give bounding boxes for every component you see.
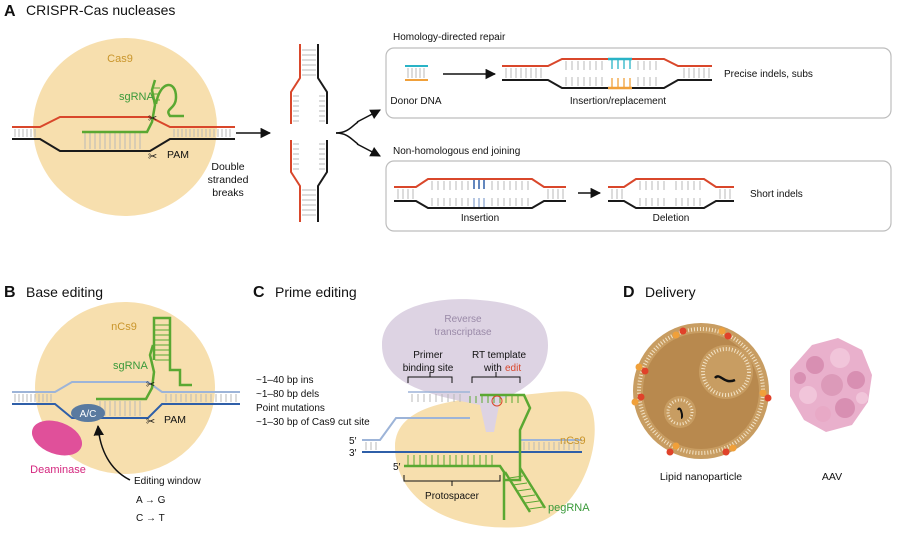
protospacer-bracket (403, 475, 501, 486)
sgrna-label-b: sgRNA (113, 360, 149, 372)
branch-curve (335, 121, 359, 134)
reverse-transcriptase-protein (382, 299, 548, 432)
deaminase-protein (31, 420, 83, 456)
editing-window-arrow (93, 424, 131, 481)
rt-label-line2: transcriptase (434, 327, 492, 338)
aav-label: AAV (822, 471, 842, 483)
ncas9-protein-c (395, 391, 595, 528)
cas9-dna-rungs (14, 129, 231, 149)
panel-d-title: Delivery (645, 284, 696, 300)
ac-label: A/C (80, 409, 97, 420)
edit-site-marker (491, 395, 503, 407)
capability-item: ~1–40 bp ins (256, 375, 314, 386)
scissors-icon: ✂ (148, 151, 157, 163)
pegrna-label: pegRNA (548, 502, 590, 514)
pbs-label-line1: Primer (413, 350, 443, 361)
short-indels-label: Short indels (750, 189, 803, 200)
dsb-label-line1: Double (211, 161, 244, 173)
pam-label-a: PAM (167, 149, 189, 161)
dsb-label-line2: stranded (208, 174, 249, 186)
aav-capsid (790, 338, 872, 432)
a-to-g-label: A → G (136, 495, 166, 506)
nhej-insertion-dna (394, 178, 566, 209)
pbs-bracket (407, 372, 453, 383)
nhej-deletion-dna (608, 178, 734, 209)
scissors-icon: ✂ (146, 416, 155, 428)
donor-dna-icon (405, 65, 428, 81)
sgrna-strand-b (96, 344, 156, 401)
panel-b-title: Base editing (26, 284, 103, 300)
ncas9-label-b: nCs9 (111, 321, 137, 333)
hdr-title: Homology-directed repair (393, 32, 506, 43)
nhej-title: Non-homologous end joining (393, 146, 520, 157)
rt-template-with: with (483, 363, 502, 374)
deletion-label: Deletion (653, 213, 690, 224)
insertion-label: Insertion (461, 213, 499, 224)
branch-curve (335, 132, 359, 145)
broken-dna-vertical (290, 44, 328, 222)
ncas9-label-c: nCs9 (560, 435, 586, 447)
capability-item: ~1–80 bp dels (256, 389, 319, 400)
panel-a-title: CRISPR-Cas nucleases (26, 2, 175, 18)
mrna-strand (714, 375, 736, 383)
rt-label-line1: Reverse (444, 314, 482, 325)
pam-label-b: PAM (164, 414, 186, 426)
arrow-to-nhej (356, 143, 381, 157)
arrow-to-hdr (356, 109, 381, 123)
rt-template-bracket (471, 372, 521, 383)
rt-template-label: RT template (472, 350, 527, 361)
sgrna-strand (82, 79, 157, 134)
panel-c-title: Prime editing (275, 284, 357, 300)
rt-template-edit: edit (505, 363, 521, 374)
lipid-nanoparticle (631, 323, 772, 459)
pegrna-extension (480, 393, 532, 482)
cas9-protein (33, 38, 217, 216)
panel-d-letter: D (623, 284, 635, 301)
panel-a-letter: A (4, 3, 16, 20)
cas9-label: Cas9 (107, 53, 133, 65)
peg-lipid-dots (631, 327, 772, 456)
editing-window-label: Editing window (134, 476, 201, 487)
capability-item: Point mutations (256, 403, 325, 414)
sgrna-hairpin-rungs (153, 87, 160, 101)
mrna-strand (677, 407, 684, 419)
sgrna-label-a: sgRNA (119, 91, 155, 103)
panel-b-letter: B (4, 284, 16, 301)
ac-badge (71, 404, 105, 422)
precise-label: Precise indels, subs (724, 69, 813, 80)
sgrna-hairpin-b (152, 316, 192, 387)
pegrna-spacer (404, 464, 506, 520)
sgrna-hairpin (154, 83, 184, 118)
pegrna-scaffold (503, 467, 547, 513)
capability-item: ~1–30 bp of Cas9 cut site (256, 417, 370, 428)
hdr-product-dna (502, 57, 712, 90)
prime-editing-dna (362, 391, 582, 520)
protospacer-label: Protospacer (425, 491, 480, 502)
scissors-icon: ✂ (146, 379, 155, 391)
donor-dna-label: Donor DNA (390, 96, 441, 107)
c-to-t-label: C → T (136, 513, 165, 524)
cas9-dna (12, 79, 235, 152)
insertion-replacement-label: Insertion/replacement (570, 96, 666, 107)
dsb-label-line3: breaks (212, 187, 244, 199)
lnp-label: Lipid nanoparticle (660, 471, 742, 483)
five-prime-label-spacer: 5′ (393, 462, 401, 473)
three-prime-label: 3′ (349, 448, 357, 459)
pbs-label-line2: binding site (403, 363, 454, 374)
base-editor-dna (12, 316, 240, 419)
deaminase-label: Deaminase (30, 464, 86, 476)
panel-c-letter: C (253, 284, 265, 301)
five-prime-label-top: 5′ (349, 436, 357, 447)
scissors-icon: ✂ (148, 113, 157, 125)
